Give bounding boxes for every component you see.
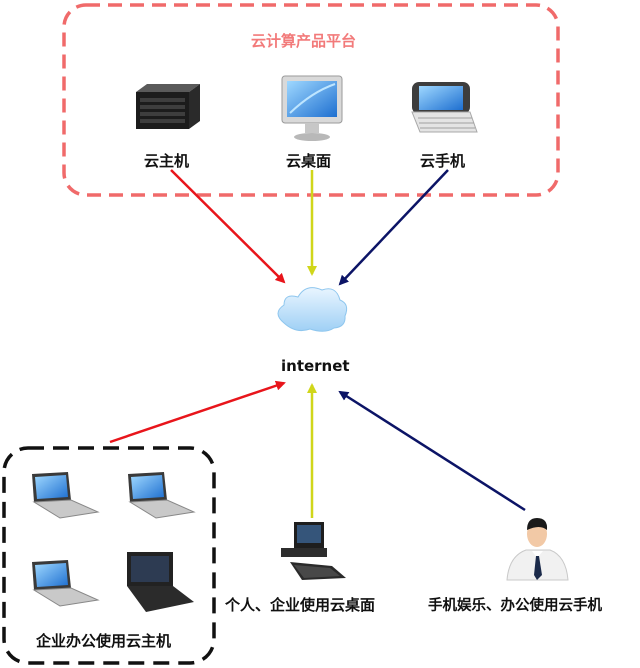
server-icon <box>136 84 200 129</box>
arrow-cloud-host-to-internet <box>170 169 286 284</box>
internet-label: internet <box>281 357 350 375</box>
cloud-phone-label: 云手机 <box>420 152 466 170</box>
desktop-client-label: 个人、企业使用云桌面 <box>225 596 376 614</box>
arrow-enterprise-to-internet <box>109 380 286 444</box>
enterprise-label: 企业办公使用云主机 <box>36 632 172 650</box>
cloud-icon <box>277 287 348 332</box>
arrow-mobile-to-internet <box>338 390 526 512</box>
desktop-computer-icon <box>281 522 346 580</box>
mobile-client-label: 手机娱乐、办公使用云手机 <box>428 598 602 614</box>
laptop-icon <box>128 472 196 519</box>
platform-title: 云计算产品平台 <box>251 32 357 50</box>
businessman-icon <box>506 518 569 581</box>
laptop-icon <box>32 560 100 607</box>
cloud-host-label: 云主机 <box>144 152 190 170</box>
cloud-desktop-label: 云桌面 <box>286 152 332 170</box>
laptop-icon <box>32 472 100 519</box>
enterprise-group-border <box>2 446 216 665</box>
arrow-cloud-phone-to-internet <box>338 169 449 286</box>
smartphone-icon <box>411 82 478 133</box>
monitor-icon <box>281 75 343 141</box>
tablet-pc-icon <box>127 552 194 612</box>
